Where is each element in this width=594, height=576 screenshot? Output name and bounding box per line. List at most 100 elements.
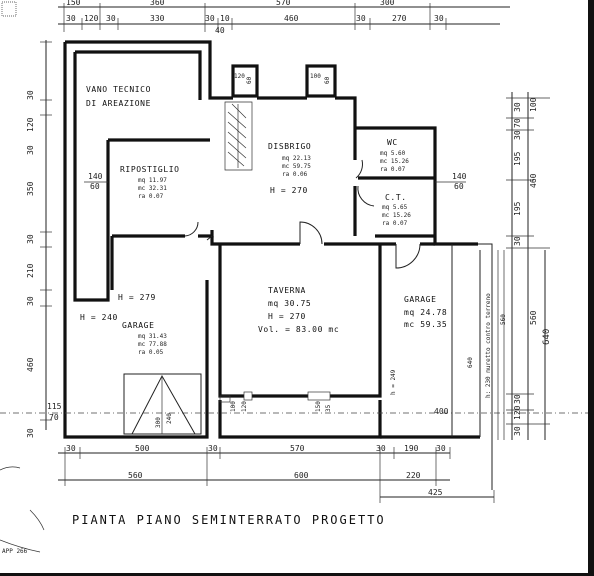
dim-right-460: 460: [529, 173, 538, 188]
room-disbrigo-mc: mc 59.75: [282, 163, 311, 170]
room-taverna-vol: Vol. = 83.00 mc: [258, 325, 339, 334]
note-muretto: h: 230 muretto contro terreno: [485, 293, 492, 398]
dim-garage-300: 300: [155, 417, 162, 428]
top-dimension-lines: [58, 3, 510, 32]
room-disbrigo-h: H = 270: [270, 186, 308, 195]
dim-bot-30a: 30: [66, 444, 76, 453]
dim-640-side: 640: [467, 357, 474, 368]
dim-l70: 70: [49, 413, 59, 422]
dim-right-195b: 195: [513, 201, 522, 216]
dim-top2-30c: 30: [205, 14, 215, 23]
win-a-120: 120: [234, 73, 245, 80]
dim-right-560: 560: [529, 310, 538, 325]
dim-top2-30b: 30: [106, 14, 116, 23]
dim-l115: 115: [47, 402, 62, 411]
room-garage-right-name: GARAGE: [404, 295, 437, 304]
dim-right-30c: 30: [513, 236, 522, 246]
room-garage-left-name: GARAGE: [122, 321, 155, 330]
corner-label: APP 266: [2, 548, 28, 555]
dim-bot-570: 570: [290, 444, 305, 453]
room-garage-left-mc: mc 77.88: [138, 341, 167, 348]
retaining-wall-hatch: [497, 250, 505, 440]
dim-top-150: 150: [66, 0, 81, 7]
room-taverna-mq: mq 30.75: [268, 299, 311, 308]
dim-right-640: 640: [542, 329, 552, 345]
room-disbrigo-name: DISBRIGO: [268, 142, 311, 151]
dim-top2-330: 330: [150, 14, 165, 23]
dim-right-30e: 30: [513, 426, 522, 436]
room-ct-ra: ra 0.07: [382, 220, 408, 227]
room-garage-left-ra: ra 0.05: [138, 349, 164, 356]
win-a-60: 60: [246, 76, 253, 84]
dim-right-120: 120: [513, 405, 522, 420]
dim-right-100: 100: [529, 97, 538, 112]
dim-win-150: 150: [315, 401, 322, 412]
room-ct-mq: mq 5.65: [382, 204, 408, 211]
dim-left-120: 120: [26, 117, 35, 132]
left-dimension-texts: 30 120 30 350 30 210 30 460 30: [26, 90, 35, 438]
drawing-title: PIANTA PIANO SEMINTERRATO PROGETTO: [72, 513, 386, 527]
room-wc-name: WC: [387, 138, 398, 147]
dim-bot-30c: 30: [376, 444, 386, 453]
dim-bot-500: 500: [135, 444, 150, 453]
dim-right-30d: 30: [513, 394, 522, 404]
dim-bot-190: 190: [404, 444, 419, 453]
dim-top2-30e: 30: [434, 14, 444, 23]
right-dimension-lines: [506, 92, 550, 440]
dim-left-30d: 30: [26, 296, 35, 306]
doors: [184, 159, 421, 269]
dim-l60: 60: [90, 182, 100, 191]
room-disbrigo-mq: mq 22.13: [282, 155, 311, 162]
dim-right-70: 70: [513, 118, 522, 128]
dim-right-195a: 195: [513, 151, 522, 166]
room-vano-line2: DI AREAZIONE: [86, 99, 151, 108]
room-garage-right-mq: mq 24.78: [404, 308, 447, 317]
walls: [63, 40, 493, 490]
room-garage-left-mq: mq 31.43: [138, 333, 167, 340]
room-ripostiglio-ra: ra 0.07: [138, 193, 164, 200]
corner-marks: [1, 1, 17, 17]
win-b-100: 100: [310, 73, 321, 80]
room-wc-ra: ra 0.07: [380, 166, 406, 173]
dim-left-460: 460: [26, 357, 35, 372]
room-ripostiglio-mc: mc 32.31: [138, 185, 167, 192]
bottom-dimension-lines: [58, 447, 495, 503]
dim-r140: 140: [452, 172, 467, 181]
dim-l140: 140: [88, 172, 103, 181]
room-ripostiglio-name: RIPOSTIGLIO: [120, 165, 180, 174]
room-ct-mc: mc 15.26: [382, 212, 411, 219]
dim-top2-30a: 30: [66, 14, 76, 23]
dim-bot-220: 220: [406, 471, 421, 480]
dim-top-570: 570: [276, 0, 291, 7]
dim-right-30a: 30: [513, 102, 522, 112]
dim-left-30e: 30: [26, 428, 35, 438]
dim-left-350: 350: [26, 181, 35, 196]
dim-win-120: 120: [241, 401, 248, 412]
dim-right-30b: 30: [513, 130, 522, 140]
room-disbrigo-ra: ra 0.06: [282, 171, 308, 178]
right-border-bar: [588, 0, 594, 576]
bottom-border-bar: [0, 573, 594, 576]
room-ripostiglio-mq: mq 11.97: [138, 177, 167, 184]
sketch-marks: [0, 466, 45, 553]
dim-bot-30b: 30: [208, 444, 218, 453]
dim-top-360: 360: [150, 0, 165, 7]
dim-garage-240: 240: [166, 413, 173, 424]
room-taverna-h: H = 270: [268, 312, 306, 321]
right-dimension-texts: 30 70 30 195 460 195 30 560 30 120 30 10…: [513, 97, 552, 436]
windows-taverna: [219, 391, 331, 403]
room-garage-left-h1: H = 279: [118, 293, 156, 302]
room-garage-left-h2: H = 240: [80, 313, 118, 322]
room-vano-line1: VANO TECNICO: [86, 85, 151, 94]
dim-560-side: 560: [500, 314, 507, 325]
room-garage-right-mc: mc 59.35: [404, 320, 447, 329]
dim-top-300: 300: [380, 0, 395, 7]
dim-bot-560: 560: [128, 471, 143, 480]
dim-400: 400: [434, 407, 449, 416]
room-wc-mc: mc 15.26: [380, 158, 409, 165]
dim-top2-120: 120: [84, 14, 99, 23]
dim-top2-30d: 30: [356, 14, 366, 23]
dim-left-30b: 30: [26, 145, 35, 155]
room-taverna-name: TAVERNA: [268, 286, 306, 295]
dim-left-210: 210: [26, 263, 35, 278]
